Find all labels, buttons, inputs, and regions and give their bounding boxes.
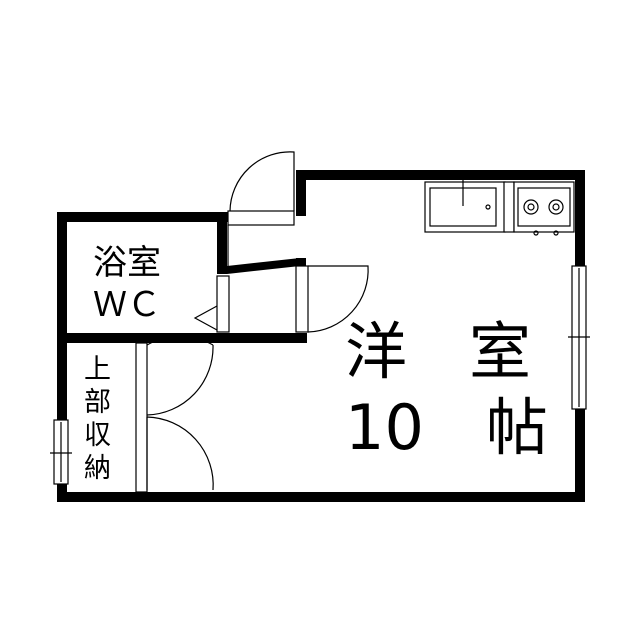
main-room-door xyxy=(295,265,369,333)
kitchen-sink xyxy=(424,180,515,233)
window-right xyxy=(568,265,590,410)
entrance-door xyxy=(227,151,295,266)
storage-label-3: 収 xyxy=(84,420,111,451)
gas-stove xyxy=(513,181,575,236)
main-room-size: 10 帖 xyxy=(345,391,548,464)
wall-left xyxy=(57,212,67,502)
wall-entry-diagonal xyxy=(227,258,300,274)
main-room-label: 洋 室 xyxy=(345,315,531,388)
wall-bath-top xyxy=(57,212,228,222)
storage-label-1: 上 xyxy=(84,354,111,385)
bath-label: 浴室 xyxy=(93,243,161,283)
wc-label: ＷＣ xyxy=(93,285,161,325)
wall-main-left-upper xyxy=(296,170,306,216)
wall-bath-bottom xyxy=(57,333,307,343)
storage-label-2: 部 xyxy=(84,387,111,418)
bath-door xyxy=(193,275,230,333)
storage-label-4: 納 xyxy=(84,453,111,484)
window-left xyxy=(50,419,72,485)
wall-main-left-lower xyxy=(296,258,306,268)
wall-bath-right xyxy=(217,212,227,274)
storage-doors xyxy=(135,335,214,493)
wall-bottom xyxy=(57,492,585,502)
wall-main-top xyxy=(296,170,585,180)
